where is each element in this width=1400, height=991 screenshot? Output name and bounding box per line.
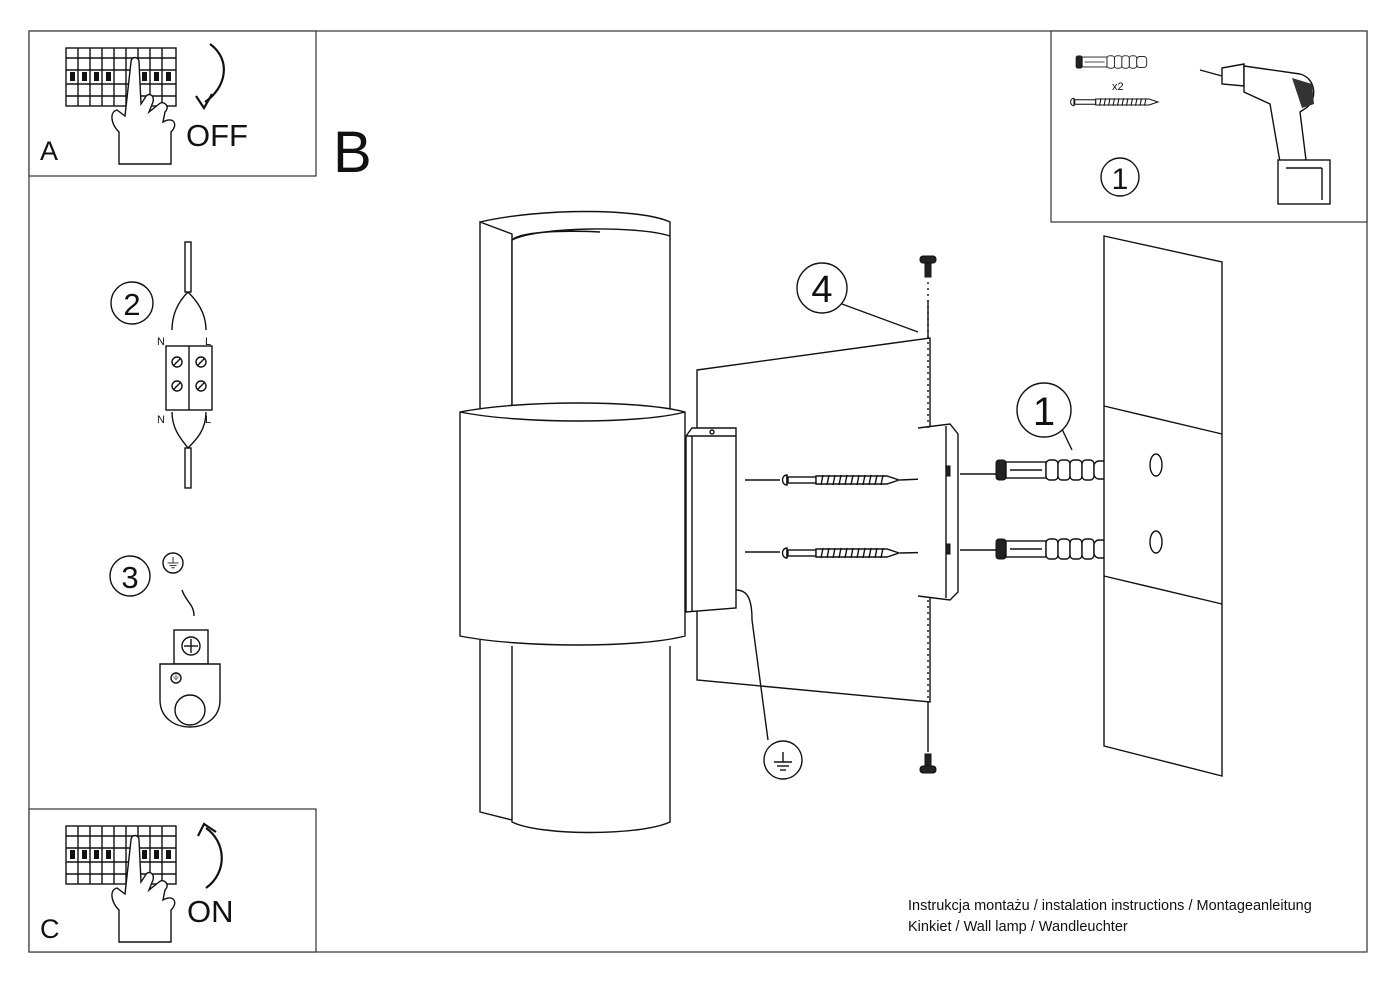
wall-hole [1149, 453, 1163, 477]
drill-icon [1199, 63, 1331, 205]
callout-dowel-number: 1 [1033, 390, 1055, 434]
lamp-body [459, 402, 686, 646]
tools-step-number: 1 [1112, 163, 1129, 196]
ground-step-number: 3 [121, 560, 138, 595]
lamp-back-box [685, 427, 737, 613]
panel-a-power-off: OFF A [28, 30, 317, 177]
panel-c-state: ON [187, 894, 234, 929]
callout-bracket-number: 4 [811, 269, 832, 311]
ground-terminal [159, 629, 221, 728]
arrow-head-icon [195, 93, 213, 111]
lamp-assembly: 4 1 [459, 210, 1223, 834]
wiring-step-number: 2 [123, 287, 140, 322]
screw-icon [781, 474, 900, 486]
wall [1103, 235, 1223, 777]
wall-plug-icon [995, 459, 1111, 481]
callout-1-badge [1016, 382, 1072, 438]
step-1-badge [1100, 157, 1140, 197]
callout-4-leader [841, 303, 919, 333]
wiring-step: 2 N L N L [110, 241, 213, 489]
footer-instructions: Instrukcja montażu / instalation instruc… [908, 898, 1312, 914]
callout-4-badge [796, 262, 848, 314]
breaker-panel-icon [65, 825, 177, 885]
panel-c-power-on: ON C [28, 808, 317, 953]
live-label-top: L [205, 336, 211, 348]
dowel-count: x2 [1112, 81, 1124, 93]
mounting-bracket [917, 423, 959, 601]
screw-icon [1070, 97, 1159, 107]
screw-icon [919, 600, 937, 774]
neutral-label-bottom: N [157, 414, 165, 426]
screw-icon [781, 547, 900, 559]
tools-panel: x2 1 [1050, 30, 1368, 223]
screw-icon [919, 255, 937, 428]
wall-plug-icon [1075, 55, 1148, 69]
arrow-head-icon [197, 822, 217, 837]
sheet-frame [28, 30, 1368, 953]
ground-step: 3 [109, 552, 221, 728]
lamp-lower-shade [479, 640, 671, 834]
wall-hole [1149, 530, 1163, 554]
breaker-panel-icon [65, 47, 177, 107]
step-3-badge [109, 555, 151, 597]
lamp-cable [184, 447, 192, 489]
ground-wire [181, 589, 195, 617]
lamp-wires [171, 411, 207, 449]
step-2-badge [110, 281, 154, 325]
panel-a-state: OFF [186, 118, 248, 153]
lamp-ground-wire [735, 589, 769, 741]
panel-a-letter: A [40, 136, 58, 166]
neutral-label-top: N [157, 336, 165, 348]
panel-c-letter: C [40, 914, 60, 944]
panel-b-letter: B [333, 120, 372, 185]
terminal-block [165, 345, 213, 411]
lamp-upper-shade [479, 210, 671, 411]
curved-arrow-icon [205, 827, 223, 889]
wall-plug-icon [995, 538, 1111, 560]
incoming-wires [171, 291, 207, 331]
incoming-cable [184, 241, 192, 293]
footer-product: Kinkiet / Wall lamp / Wandleuchter [908, 919, 1128, 935]
live-label-bottom: L [205, 414, 211, 426]
